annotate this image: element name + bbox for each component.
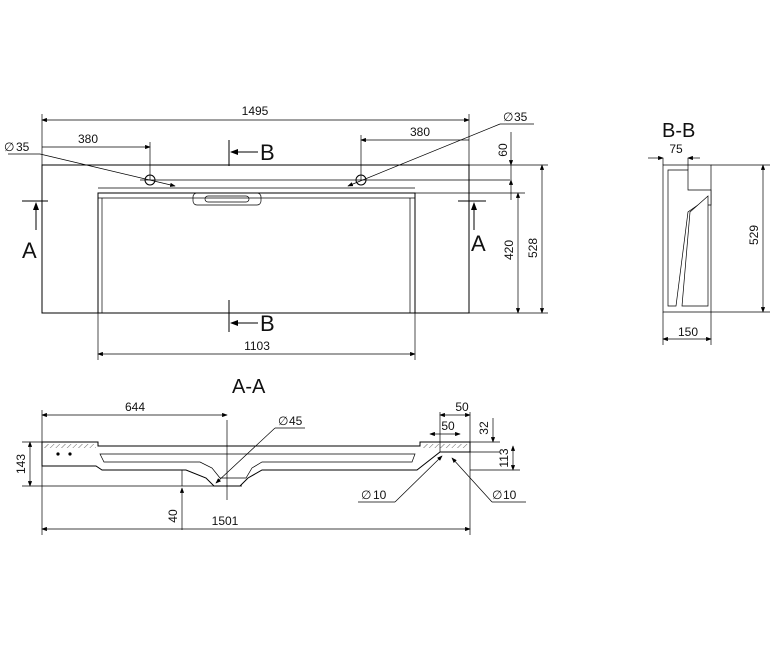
dim-drain-offset: 644 [125,400,145,414]
dim-hole-right-offset: 380 [410,125,430,139]
dim-hole-back-offset: 60 [496,143,510,157]
dim-hole-right-dia: 35 [514,110,528,124]
dim-radius-left: 10 [373,488,387,502]
sink-outline [41,164,470,314]
dim-bb-height: 529 [747,225,761,245]
section-aa-title: A-A [232,376,266,398]
basin-outline [97,192,416,314]
section-a-marker-right: A [471,231,486,256]
section-aa-view: A-A 644 ∅ 45 50 50 32 [14,376,526,535]
dim-drain-dia: 45 [289,414,303,428]
section-b-marker-bottom: B [260,311,275,336]
diameter-symbol: ∅ [278,414,288,428]
dim-basin-depth: 420 [502,240,516,260]
dim-hole-left-offset: 380 [78,132,98,146]
dim-lip-top-width: 50 [455,400,469,414]
dim-lip-inner-width: 50 [441,419,455,433]
section-bb-view: B-B 75 529 150 [648,120,770,345]
dim-bb-depth: 150 [678,325,698,339]
section-aa-profile [41,441,471,487]
dim-hole-left-dia: 35 [16,140,30,154]
dim-radius-right: 10 [503,488,517,502]
dim-basin-width: 1103 [244,339,270,353]
diameter-symbol: ∅ [361,488,371,502]
dim-overall-width: 1495 [242,104,269,118]
diameter-symbol: ∅ [492,488,502,502]
dim-bottom-offset: 40 [166,509,180,523]
dim-lip-height: 113 [497,448,511,467]
overflow-slot [192,192,262,206]
section-b-marker-top: B [260,140,275,165]
diameter-symbol: ∅ [4,140,14,154]
dim-aa-height: 143 [14,454,28,474]
top-view: 1495 380 380 ∅ 35 ∅ 35 60 420 528 [4,104,548,360]
dim-bb-top-width: 75 [669,142,683,156]
section-bb-title: B-B [662,120,695,142]
section-a-marker-left: A [22,238,37,263]
dim-overall-depth: 528 [526,238,540,258]
diameter-symbol: ∅ [503,110,513,124]
dim-aa-overall-width: 1501 [212,514,239,528]
dim-lip-depth: 32 [477,421,491,435]
